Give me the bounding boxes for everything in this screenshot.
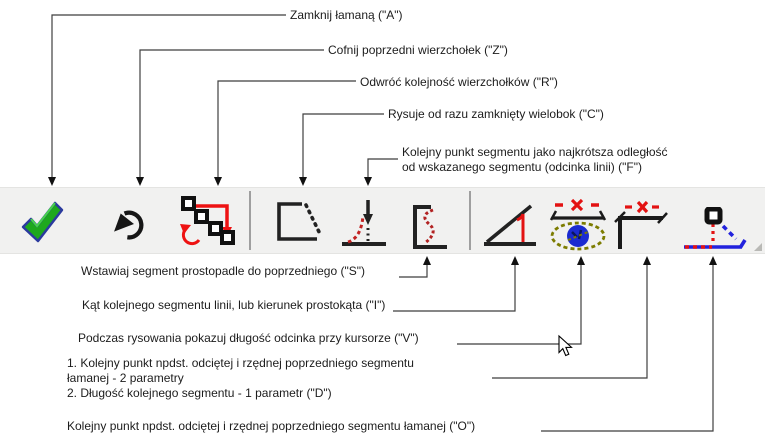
corner-dimension-icon	[614, 201, 668, 249]
callout-label-shortest-distance: Kolejny punkt segmentu jako najkrótsza o…	[402, 145, 668, 174]
drawing-toolbar	[0, 187, 765, 254]
reverse-vertex-order-icon	[180, 196, 235, 246]
undo-vertex-button[interactable]	[110, 205, 158, 243]
toolbar-separator	[469, 191, 471, 250]
resize-grip[interactable]	[754, 243, 762, 251]
perpendicular-drop-icon	[342, 200, 386, 246]
axes-offset-icon	[684, 207, 747, 249]
perpendicular-segment-button[interactable]	[406, 203, 452, 251]
callout-label-reverse-vertices: Odwróć kolejność wierzchołków ("R")	[360, 75, 558, 89]
callout-label-segment-angle: Kąt kolejnego segmentu linii, lub kierun…	[82, 298, 386, 312]
mouse-cursor	[558, 334, 573, 357]
callout-label-closed-polygon: Rysuje od razu zamknięty wielobok ("C")	[388, 107, 604, 121]
toolbar-separator	[249, 191, 251, 250]
closed-polygon-icon	[277, 202, 323, 241]
callout-label-perpendicular-segment: Wstawiaj segment prostopadle do poprzedn…	[81, 264, 366, 278]
callout-label-offset-point: Kolejny punkt npdst. odciętej i rzędnej …	[67, 419, 476, 433]
shortest-distance-point-button[interactable]	[340, 197, 388, 249]
closed-polygon-button[interactable]	[275, 199, 327, 243]
callout-label-offset-and-length: 1. Kolejny punkt npdst. odciętej i rzędn…	[67, 356, 414, 400]
green-check-icon	[21, 201, 64, 243]
callout-label-close-polyline: Zamknij łamaną ("A")	[290, 8, 403, 22]
close-polyline-button[interactable]	[20, 198, 64, 248]
perpendicular-segment-icon	[413, 205, 447, 249]
offset-and-length-button[interactable]	[612, 201, 672, 251]
eye-dimension-icon	[549, 198, 607, 251]
segment-angle-button[interactable]	[482, 199, 538, 249]
show-length-at-cursor-button[interactable]	[548, 198, 608, 252]
reverse-vertices-button[interactable]	[180, 196, 238, 246]
callout-label-undo-vertex: Cofnij poprzedni wierzchołek ("Z")	[328, 43, 508, 57]
offset-point-button[interactable]	[682, 207, 748, 255]
angle-icon	[484, 204, 536, 246]
callout-label-show-length: Podczas rysowania pokazuj długość odcink…	[78, 331, 419, 345]
undo-arrow-icon	[114, 210, 144, 240]
